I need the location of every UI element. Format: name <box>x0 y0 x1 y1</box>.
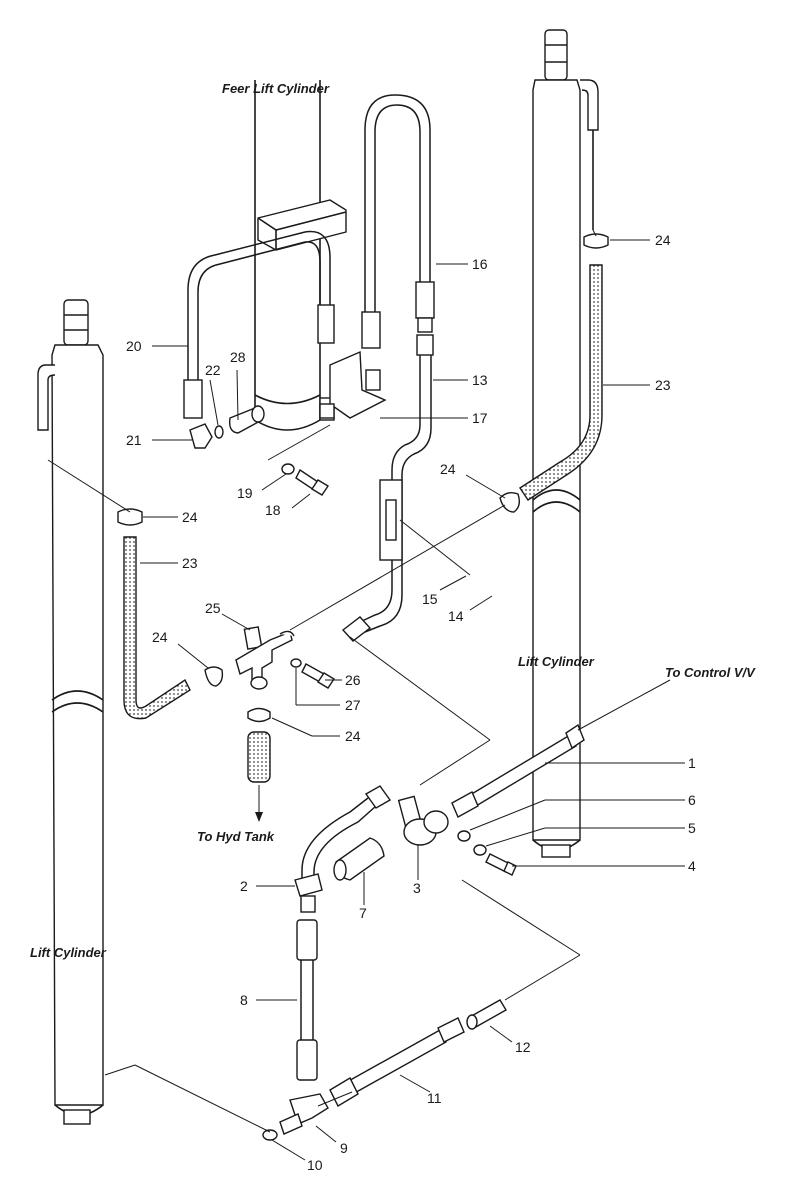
hose-20 <box>183 230 335 421</box>
hose-16 <box>361 94 435 391</box>
adapter-12 <box>466 999 507 1030</box>
callout-16: 16 <box>472 256 488 272</box>
callout-18: 18 <box>265 502 281 518</box>
hose-11 <box>329 1017 465 1107</box>
clamp-3 <box>397 795 449 846</box>
leader-lines <box>140 239 685 1161</box>
callout-12: 12 <box>515 1039 531 1055</box>
callout-9: 9 <box>340 1140 348 1156</box>
callout-14: 14 <box>448 608 464 624</box>
callout-17: 17 <box>472 410 488 426</box>
callout-1: 1 <box>688 755 696 771</box>
callout-15: 15 <box>422 591 438 607</box>
callout-11: 11 <box>427 1090 442 1106</box>
callout-3: 3 <box>413 880 421 896</box>
callout-21: 21 <box>126 432 142 448</box>
fitting-21-22-28 <box>189 405 265 449</box>
callout-22: 22 <box>205 362 221 378</box>
callout-2: 2 <box>240 878 248 894</box>
hose-8 <box>296 919 318 1081</box>
tube-13 <box>341 334 434 642</box>
callout-24-right-mid: 24 <box>440 461 456 477</box>
bolt-18-washer-19 <box>281 463 329 496</box>
callouts: 1 2 3 4 5 6 7 8 9 10 11 12 13 14 15 16 1… <box>126 232 696 1173</box>
caption-lift-cylinder-left: Lift Cylinder <box>30 945 107 960</box>
tube-and-filter <box>294 785 392 913</box>
callout-24-left-top: 24 <box>182 509 198 525</box>
callout-6: 6 <box>688 792 696 808</box>
caption-to-hyd-tank: To Hyd Tank <box>197 829 275 844</box>
captions: Feer Lift Cylinder Lift Cylinder Lift Cy… <box>30 81 756 960</box>
callout-5: 5 <box>688 820 696 836</box>
callout-4: 4 <box>688 858 696 874</box>
callout-19: 19 <box>237 485 253 501</box>
callout-24-left-bottom: 24 <box>152 629 168 645</box>
callout-8: 8 <box>240 992 248 1008</box>
callout-7: 7 <box>359 905 367 921</box>
callout-27: 27 <box>345 697 361 713</box>
hose-1 <box>451 679 671 818</box>
caption-feer-lift-cylinder: Feer Lift Cylinder <box>222 81 330 96</box>
elbow-9-oring-10 <box>262 1093 329 1141</box>
callout-24-tank: 24 <box>345 728 361 744</box>
callout-13: 13 <box>472 372 488 388</box>
left-lift-cylinder <box>37 299 104 1125</box>
bracket-17 <box>319 350 387 419</box>
caption-to-control-vv: To Control V/V <box>665 665 756 680</box>
caption-lift-cylinder-right: Lift Cylinder <box>518 654 595 669</box>
connector-lines <box>47 229 597 1133</box>
callout-25: 25 <box>205 600 221 616</box>
callout-24-right-top: 24 <box>655 232 671 248</box>
washers-5-6-bolt-4 <box>457 830 517 876</box>
right-lift-cylinder <box>532 29 599 858</box>
tee-fitting-25 <box>235 626 335 822</box>
callout-23-left: 23 <box>182 555 198 571</box>
callout-23-right: 23 <box>655 377 671 393</box>
callout-26: 26 <box>345 672 361 688</box>
callout-20: 20 <box>126 338 142 354</box>
callout-28: 28 <box>230 349 246 365</box>
hose-23-left <box>117 508 224 720</box>
callout-10: 10 <box>307 1157 323 1173</box>
